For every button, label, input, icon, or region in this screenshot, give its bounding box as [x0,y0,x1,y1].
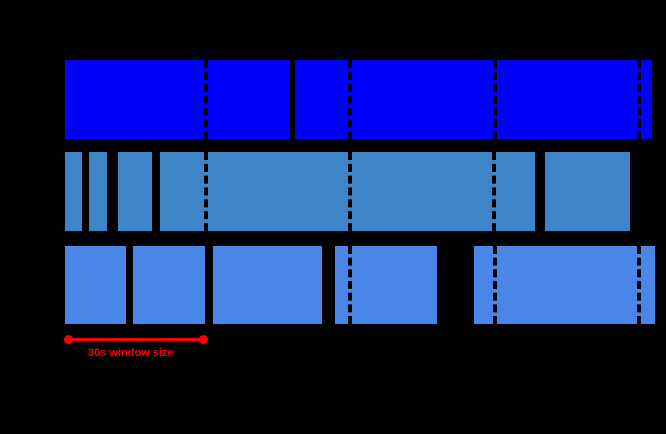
window-boundary-dashed-line [204,60,208,139]
arrow-end-dot [198,334,208,344]
windows-row-3-bar [133,246,205,324]
windows-row-3-bar [65,246,126,324]
windows-row-1-bar [295,60,652,139]
windows-row-2-bar [118,152,152,231]
windows-row-2-bar [160,152,535,231]
windows-row-2-bar [65,152,82,231]
windows-row-3-bar [213,246,322,324]
window-size-arrow-line [68,338,203,341]
window-boundary-dashed-line [348,152,352,231]
window-boundary-dashed-line [492,152,496,231]
windows-row-3-bar [474,246,655,324]
window-boundary-dashed-line [204,152,208,231]
window-boundary-dashed-line [348,60,352,139]
windows-row-2-bar [545,152,630,231]
window-boundary-dashed-line [637,60,641,139]
windows-row-3-bar [335,246,437,324]
window-boundary-dashed-line [637,246,641,324]
windows-row-2-bar [89,152,107,231]
window-size-label: 30s window size [88,347,174,359]
window-boundary-dashed-line [348,246,352,324]
windows-row-1-bar [65,60,290,139]
window-boundary-dashed-line [493,60,497,139]
arrow-start-dot [63,334,73,344]
window-boundary-dashed-line [493,246,497,324]
